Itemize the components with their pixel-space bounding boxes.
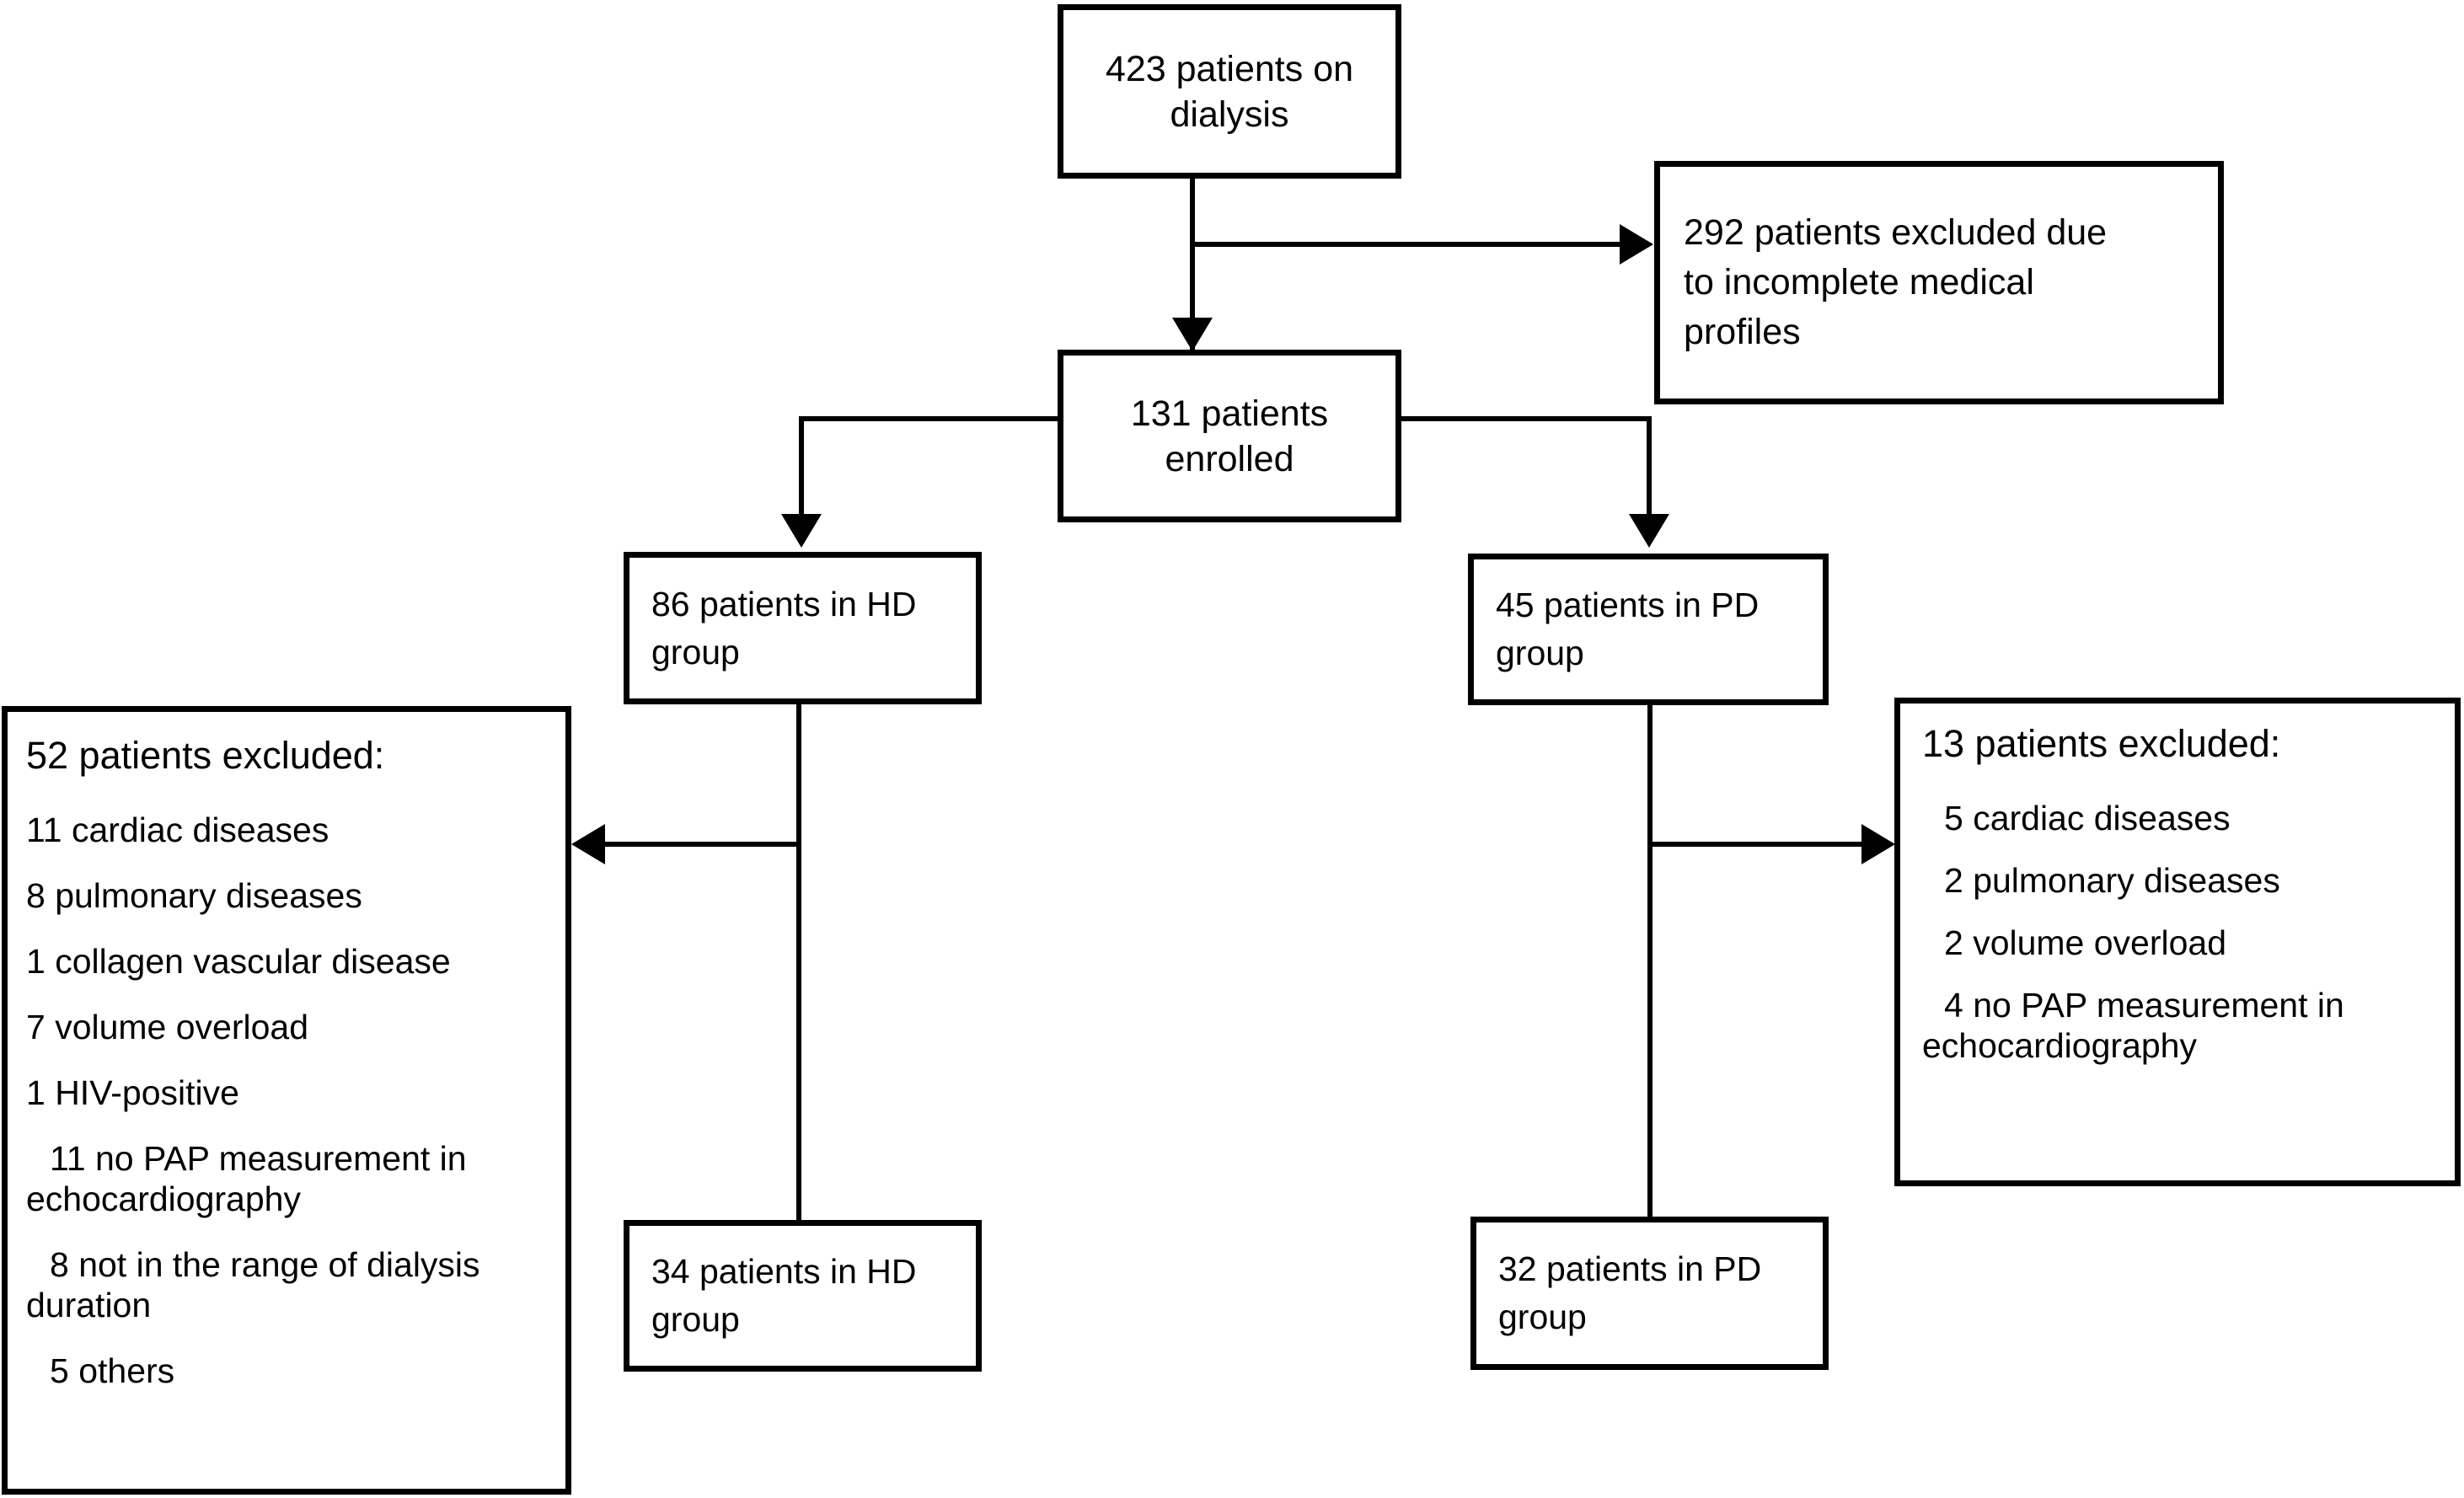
connector-pd45-to-pd32 bbox=[1647, 705, 1652, 1219]
arrowhead-to-excluded13 bbox=[1861, 824, 1895, 864]
node-hd-group-34-label: 34 patients in HD group bbox=[651, 1252, 917, 1339]
excluded-13-item: 2 volume overload bbox=[1944, 923, 2227, 962]
node-excluded-292-label: 292 patients excluded due to incomplete … bbox=[1684, 212, 2108, 352]
node-hd-group-34: 34 patients in HD group bbox=[624, 1220, 982, 1372]
node-excluded-13-heading: 13 patients excluded: bbox=[1922, 722, 2281, 765]
excluded-52-item: 1 HIV-positive bbox=[26, 1073, 239, 1112]
node-pd-group-32-label: 32 patients in PD group bbox=[1498, 1249, 1762, 1336]
arrowhead-to-excluded292 bbox=[1620, 224, 1653, 265]
node-excluded-292: 292 patients excluded due to incomplete … bbox=[1654, 161, 2224, 404]
node-pd-group-45-label: 45 patients in PD group bbox=[1496, 586, 1760, 672]
node-enrolled-label: 131 patients enrolled bbox=[1130, 393, 1329, 479]
connector-pd45-to-excluded13 bbox=[1647, 842, 1861, 847]
node-dialysis-total-label: 423 patients on dialysis bbox=[1105, 48, 1354, 135]
excluded-13-item: 5 cardiac diseases bbox=[1944, 799, 2231, 837]
node-hd-group-86: 86 patients in HD group bbox=[624, 552, 982, 704]
connector-enrolled-to-hd bbox=[799, 416, 1060, 421]
connector-enrolled-to-pd-drop bbox=[1647, 416, 1652, 524]
excluded-52-item: 1 collagen vascular disease bbox=[26, 942, 451, 981]
node-excluded-52: 52 patients excluded: 11 cardiac disease… bbox=[2, 706, 571, 1495]
excluded-52-item: 11 cardiac diseases bbox=[26, 811, 329, 849]
node-dialysis-total: 423 patients on dialysis bbox=[1058, 4, 1401, 179]
connector-hd86-to-excluded52 bbox=[605, 842, 799, 847]
connector-enrolled-to-hd-drop bbox=[799, 416, 804, 524]
connector-dialysis-trunk bbox=[1190, 179, 1195, 440]
excluded-52-item: 8 pulmonary diseases bbox=[26, 876, 362, 915]
arrowhead-to-hd86 bbox=[781, 514, 822, 548]
node-hd-group-86-label: 86 patients in HD group bbox=[651, 584, 917, 671]
arrowhead-to-enrolled bbox=[1172, 318, 1213, 351]
arrowhead-to-pd45 bbox=[1629, 514, 1669, 548]
node-excluded-13: 13 patients excluded: 5 cardiac diseases… bbox=[1894, 698, 2461, 1186]
connector-dialysis-to-excluded292 bbox=[1190, 242, 1621, 247]
arrowhead-to-excluded52 bbox=[571, 824, 605, 864]
excluded-13-item: 4 no PAP measurement in echocardiography bbox=[1922, 986, 2344, 1065]
node-excluded-52-heading: 52 patients excluded: bbox=[26, 734, 385, 777]
node-pd-group-45: 45 patients in PD group bbox=[1468, 554, 1829, 705]
node-pd-group-32: 32 patients in PD group bbox=[1470, 1217, 1829, 1370]
excluded-13-item: 2 pulmonary diseases bbox=[1944, 861, 2280, 900]
excluded-52-item: 7 volume overload bbox=[26, 1008, 309, 1046]
excluded-52-item: 5 others bbox=[50, 1351, 175, 1390]
connector-hd86-to-hd34 bbox=[796, 704, 801, 1222]
excluded-52-item: 8 not in the range of dialysis duration bbox=[26, 1245, 480, 1324]
node-enrolled: 131 patients enrolled bbox=[1058, 350, 1401, 522]
excluded-52-item: 11 no PAP measurement in echocardiograph… bbox=[26, 1139, 467, 1218]
connector-enrolled-to-pd bbox=[1399, 416, 1652, 421]
